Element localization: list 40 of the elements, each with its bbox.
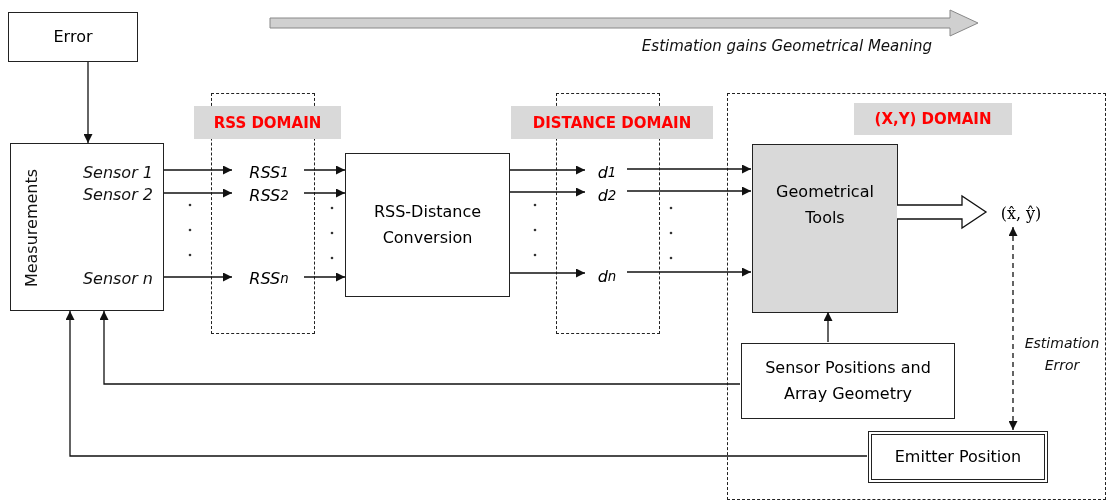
sensor-label: Sensor 2 — [82, 185, 153, 204]
arrow — [509, 165, 586, 175]
edge-label: Estimation Error — [1023, 334, 1101, 375]
arrow — [626, 186, 752, 196]
arrow — [163, 165, 233, 175]
note-text: Estimation gains Geometrical Meaning — [641, 37, 932, 55]
arrow — [626, 164, 752, 174]
domain-heading: RSS DOMAIN — [194, 106, 341, 139]
domain-region — [727, 93, 1106, 500]
signal-label: (x̂, ŷ) — [991, 198, 1051, 228]
process-box — [868, 431, 1048, 483]
box-title: Measurements — [21, 168, 41, 288]
process-box — [741, 343, 955, 419]
arrow — [626, 267, 752, 277]
measurement-box — [10, 143, 164, 311]
arrow — [99, 310, 741, 385]
box-label: Emitter Position — [894, 446, 1022, 469]
box-label: Error — [53, 26, 93, 49]
process-box — [345, 153, 510, 297]
arrow — [509, 268, 586, 278]
arrow — [1008, 226, 1018, 431]
arrow — [83, 61, 93, 144]
process-box — [752, 144, 898, 313]
box-label: Sensor Positions and Array Geometry — [764, 357, 932, 405]
domain-heading: DISTANCE DOMAIN — [511, 106, 713, 139]
box-label: Geometrical Tools — [775, 181, 875, 229]
sensor-label: Sensor n — [82, 269, 153, 288]
arrow — [65, 310, 868, 457]
sensor-label: Sensor 1 — [82, 163, 153, 182]
arrow — [509, 187, 586, 197]
arrow — [303, 165, 346, 175]
arrow — [303, 188, 346, 198]
arrow — [163, 188, 233, 198]
arrow — [303, 272, 346, 282]
box-label: RSS-Distance Conversion — [372, 201, 483, 249]
arrow — [823, 311, 833, 343]
domain-heading: (X,Y) DOMAIN — [854, 103, 1012, 135]
process-box — [8, 12, 138, 62]
block-arrow — [896, 194, 988, 230]
arrow — [163, 272, 233, 282]
